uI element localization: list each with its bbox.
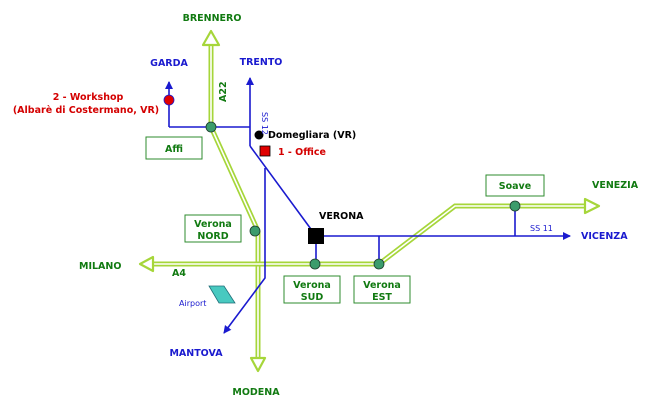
label-exit-affi: Affi bbox=[165, 144, 183, 155]
box-verona-est bbox=[353, 275, 411, 304]
label-exit-verona-est-2: EST bbox=[372, 292, 392, 303]
label-airport: Airport bbox=[179, 299, 206, 308]
label-exit-soave: Soave bbox=[499, 181, 531, 192]
label-milano: MILANO bbox=[79, 261, 121, 272]
airport-icon bbox=[208, 285, 236, 304]
domegliara-marker bbox=[254, 130, 264, 140]
exit-dot-affi bbox=[205, 121, 217, 133]
label-domegliara: Domegliara (VR) bbox=[268, 130, 356, 141]
arrow-venezia bbox=[583, 197, 601, 215]
arrow-milano bbox=[138, 255, 155, 273]
label-road-ss11: SS 11 bbox=[530, 224, 553, 233]
label-venezia: VENEZIA bbox=[592, 180, 639, 191]
label-office: 1 - Office bbox=[278, 147, 326, 158]
label-brennero: BRENNERO bbox=[183, 13, 242, 24]
exit-dots bbox=[205, 121, 521, 270]
label-road-a22: A22 bbox=[218, 81, 229, 102]
exit-boxes bbox=[145, 136, 545, 304]
verona-marker bbox=[308, 228, 324, 244]
label-workshop-line1: 2 - Workshop bbox=[53, 92, 124, 103]
label-garda: GARDA bbox=[150, 58, 188, 69]
label-exit-verona-sud-2: SUD bbox=[301, 292, 324, 303]
label-workshop-line2: (Albarè di Costermano, VR) bbox=[13, 105, 159, 116]
label-mantova: MANTOVA bbox=[169, 348, 223, 359]
workshop-marker bbox=[163, 94, 175, 106]
label-verona: VERONA bbox=[319, 211, 364, 222]
label-trento: TRENTO bbox=[240, 57, 283, 68]
road-ss12-to-verona bbox=[249, 145, 317, 237]
label-modena: MODENA bbox=[232, 387, 280, 398]
arrow-modena bbox=[249, 356, 267, 373]
label-road-ss12: SS 12 bbox=[260, 112, 269, 135]
exit-dot-soave bbox=[509, 200, 521, 212]
label-vicenza: VICENZA bbox=[581, 231, 628, 242]
box-affi bbox=[145, 136, 203, 160]
road-mantova bbox=[223, 168, 266, 334]
arrow-brennero bbox=[201, 29, 221, 47]
box-verona-nord bbox=[184, 214, 242, 243]
exit-dot-verona-nord bbox=[249, 225, 261, 237]
label-exit-verona-sud-1: Verona bbox=[293, 280, 331, 291]
highways bbox=[138, 29, 601, 373]
office-marker bbox=[259, 145, 271, 157]
exit-dot-verona-sud bbox=[309, 258, 321, 270]
box-soave bbox=[485, 174, 545, 197]
label-exit-verona-nord-2: NORD bbox=[197, 231, 228, 242]
label-exit-verona-est-1: Verona bbox=[363, 280, 401, 291]
exit-dot-verona-est bbox=[373, 258, 385, 270]
box-verona-sud bbox=[283, 275, 341, 304]
label-road-a4: A4 bbox=[172, 268, 186, 279]
label-exit-verona-nord-1: Verona bbox=[194, 219, 232, 230]
